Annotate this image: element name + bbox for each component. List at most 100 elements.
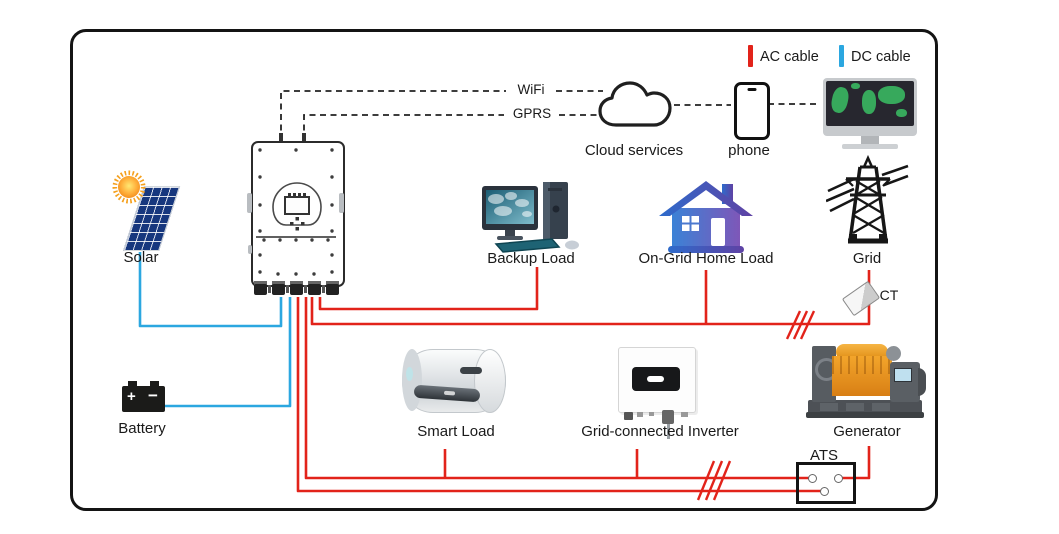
wifi-label: WiFi — [513, 82, 549, 98]
inverter-cable-glands — [254, 281, 339, 295]
monitor-screen — [826, 81, 914, 126]
monitor-base — [842, 144, 898, 149]
inverter-gprs-antenna — [302, 133, 306, 142]
gprs-dashed-line — [303, 114, 504, 141]
dc-cable-label: DC cable — [851, 49, 911, 65]
inverter-side-tab-right — [339, 193, 344, 213]
map-australia — [896, 109, 907, 117]
battery-icon: + − — [122, 386, 165, 412]
smart-load-heater-icon — [398, 347, 512, 421]
dc-wire-solar-to-inverter — [138, 252, 283, 328]
diagram-border-frame — [70, 29, 938, 511]
house-base — [668, 246, 744, 253]
ac-wire-inverter-to-ats-upper — [304, 297, 810, 480]
generator-icon — [806, 342, 926, 424]
monitor-stand — [861, 136, 879, 144]
ac-wire-generator-to-ats — [841, 446, 871, 480]
hybrid-inverter-icon — [247, 141, 345, 287]
gen-alternator — [890, 362, 920, 402]
gen-skid — [806, 412, 924, 418]
map-asia — [878, 86, 905, 104]
map-africa-europe — [862, 90, 876, 114]
generator-label: Generator — [833, 423, 901, 440]
cloud-label: Cloud services — [584, 142, 684, 159]
inverter-side-tab-left — [247, 193, 252, 213]
cable-bundle-slashes — [696, 310, 816, 501]
battery-terminal-left — [128, 381, 137, 387]
gci-connector-1 — [624, 412, 633, 420]
battery-terminal-right — [150, 381, 159, 387]
phone-icon — [734, 82, 770, 140]
gen-end-bell — [918, 368, 926, 396]
heater-right-cap — [474, 349, 506, 413]
cloud-icon — [598, 81, 672, 127]
gci-connector-3 — [649, 412, 654, 416]
house-icon — [659, 181, 753, 253]
pc-mouse — [565, 240, 579, 250]
battery-label: Battery — [118, 420, 166, 437]
ac-wire-inverter-to-ats-lower — [296, 297, 821, 493]
inverter-face — [255, 147, 336, 276]
map-americas — [829, 85, 851, 115]
dc-cable-swatch — [839, 45, 844, 67]
pc-monitor-stand — [505, 230, 515, 236]
inverter-latch — [248, 245, 252, 254]
inverter-screws — [257, 147, 334, 276]
grid-tower-icon — [826, 155, 909, 244]
solar-label: Solar — [123, 249, 159, 266]
gci-main-connector — [662, 410, 674, 424]
gen-control-screen — [894, 368, 912, 382]
house-door — [711, 218, 725, 246]
gci-display — [632, 367, 680, 391]
gen-base-panel-1 — [820, 403, 838, 411]
dc-cables — [138, 252, 292, 408]
ac-wire-inverter-to-backup-load — [318, 267, 539, 311]
phone-label: phone — [728, 142, 770, 159]
inverter-display-badge — [271, 181, 322, 230]
house-roof — [659, 181, 753, 216]
ct-label: CT — [879, 287, 899, 303]
heater-display — [443, 390, 456, 396]
gen-base-panel-2 — [846, 403, 864, 411]
battery-plus-sign: + — [127, 388, 136, 405]
grid-connected-inverter-icon — [618, 347, 698, 439]
ac-wire-inverter-to-grid — [310, 270, 871, 326]
ats-icon — [796, 462, 856, 504]
gprs-label: GPRS — [508, 106, 556, 122]
ac-cable-label: AC cable — [760, 49, 819, 65]
smart-load-label: Smart Load — [417, 423, 495, 440]
gen-engine-block — [832, 356, 892, 396]
ats-terminal-left — [808, 474, 817, 483]
gci-cable-stub — [667, 424, 670, 439]
heater-vent-slot — [460, 367, 482, 374]
heater-reflection — [406, 367, 413, 381]
gen-base-panel-3 — [872, 403, 890, 411]
house-chimney — [722, 184, 733, 204]
backup-load-computer-icon — [482, 182, 579, 253]
grid-label: Grid — [852, 250, 882, 267]
wifi-dashed-line — [280, 90, 506, 141]
gci-connector-4 — [681, 412, 688, 417]
backup-load-label: Backup Load — [487, 250, 575, 267]
gen-engine-ribs — [832, 356, 892, 374]
gci-display-bar — [647, 376, 664, 382]
dc-wire-battery-to-inverter — [164, 297, 292, 408]
ac-cables — [296, 267, 871, 493]
pc-keyboard — [494, 238, 561, 253]
battery-minus-sign: − — [148, 386, 158, 405]
gci-connector-2 — [637, 412, 643, 417]
map-greenland — [851, 83, 860, 89]
ats-terminal-right — [834, 474, 843, 483]
heater-left-cap — [402, 349, 422, 411]
grid-connected-inverter-label: Grid-connected Inverter — [581, 423, 739, 440]
on-grid-home-load-label: On-Grid Home Load — [638, 250, 774, 267]
inverter-lcd — [283, 195, 310, 215]
gen-turbo — [886, 346, 901, 361]
ats-label: ATS — [809, 447, 839, 464]
sun-icon — [112, 170, 146, 204]
comm-dashed-lines — [280, 90, 819, 141]
remote-monitor-icon — [823, 78, 917, 136]
ats-terminal-bottom — [820, 487, 829, 496]
